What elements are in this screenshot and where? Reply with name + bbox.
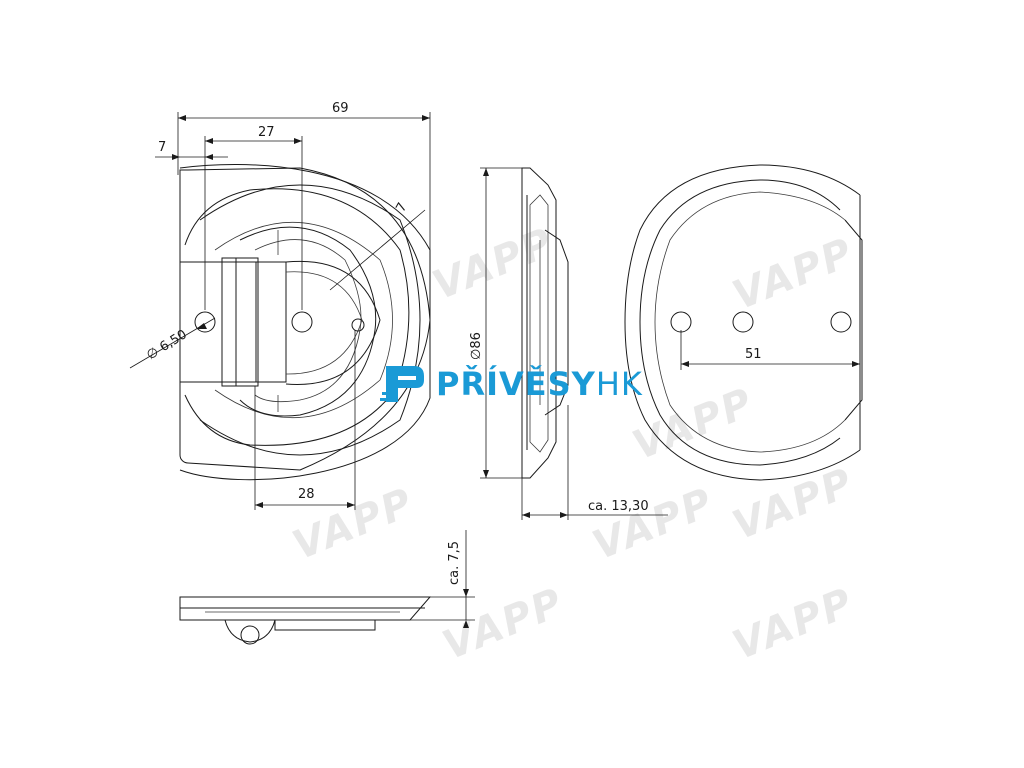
dim-bottom-height: ca. 7,5 xyxy=(447,541,462,585)
watermark-text: VAPP xyxy=(727,579,861,669)
trailer-logo-icon xyxy=(380,366,424,402)
dim-hole-spacing-27: 27 xyxy=(258,125,275,140)
front-view: 69 27 7 7 ∅ 6,50 28 xyxy=(129,101,431,510)
watermark-text: VAPP xyxy=(587,479,721,569)
watermark-layer: VAPP VAPP VAPP VAPP VAPP VAPP VAPP VAPP xyxy=(287,219,861,669)
dim-bottom-28: 28 xyxy=(298,487,315,502)
dim-side-diameter: ∅86 xyxy=(469,332,484,360)
dim-angle-7: 7 xyxy=(393,200,410,215)
watermark-text: VAPP xyxy=(727,459,861,549)
dim-offset-7: 7 xyxy=(158,140,166,155)
dim-hole-diameter: ∅ 6,50 xyxy=(144,327,190,363)
dim-width-69: 69 xyxy=(332,101,349,116)
watermark-text: VAPP xyxy=(727,229,861,319)
brand-logo: PŘÍVĚSYHK xyxy=(380,360,643,408)
brand-name-bold: PŘÍVĚSY xyxy=(436,365,596,403)
side-view: ∅86 ca. 13,30 xyxy=(469,167,668,520)
watermark-text: VAPP xyxy=(627,379,761,469)
dim-side-depth: ca. 13,30 xyxy=(588,499,649,514)
rear-view: 51 xyxy=(624,164,863,481)
dim-rear-span-51: 51 xyxy=(745,347,762,362)
watermark-text: VAPP xyxy=(437,579,571,669)
bottom-view: ca. 7,5 xyxy=(179,530,475,645)
brand-name-light: HK xyxy=(595,365,643,403)
brand-name: PŘÍVĚSYHK xyxy=(436,365,643,403)
